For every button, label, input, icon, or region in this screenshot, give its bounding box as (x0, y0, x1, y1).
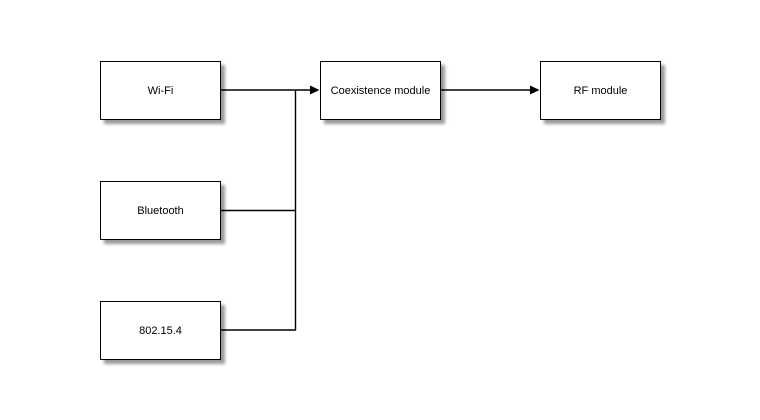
block-wifi-label: Wi-Fi (147, 84, 174, 97)
block-802-15-4-label: 802.15.4 (139, 324, 182, 337)
block-wifi[interactable]: Wi-Fi (100, 61, 221, 120)
block-coexistence-module[interactable]: Coexistence module (320, 61, 441, 120)
block-rf-module[interactable]: RF module (540, 61, 661, 120)
block-bluetooth[interactable]: Bluetooth (100, 181, 221, 240)
block-rf-module-label: RF module (573, 84, 628, 97)
block-coexistence-module-label: Coexistence module (330, 84, 431, 97)
block-bluetooth-label: Bluetooth (137, 204, 184, 217)
arrowhead-coexistence-input (310, 85, 320, 95)
arrowhead-rf-input (530, 85, 540, 95)
block-802-15-4[interactable]: 802.15.4 (100, 301, 221, 360)
